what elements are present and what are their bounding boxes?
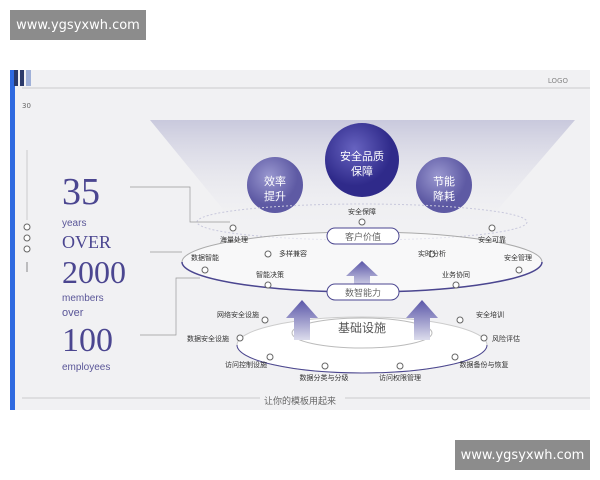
- circle-1-line1: 效率: [264, 174, 286, 188]
- infrastructure-label: 基础设施: [338, 321, 386, 335]
- node-label: 数据备份与恢复: [460, 360, 509, 369]
- logo: LOGO: [548, 77, 569, 85]
- node-label: 安全培训: [476, 310, 504, 319]
- stat-years-unit: years: [62, 218, 86, 229]
- circle-safety: [325, 123, 399, 197]
- stat-employees-unit: employees: [62, 362, 110, 373]
- stat-years-number: 35: [62, 171, 100, 213]
- stat-employees-number: 100: [62, 322, 113, 359]
- customer-value-label: 客户价值: [345, 231, 381, 243]
- node-label: 安全管理: [504, 253, 532, 262]
- node-label: 数据分类与分级: [300, 373, 349, 382]
- data-intelligence-pill: [326, 283, 400, 301]
- node-label: 访问控制设施: [225, 360, 267, 369]
- watermark-top: www.ygsyxwh.com: [10, 10, 146, 40]
- node-label: 数据智能: [191, 253, 219, 262]
- node-label: 业务协同: [442, 270, 470, 279]
- logo-block: [14, 70, 18, 86]
- circle-3-line1: 节能: [433, 174, 455, 188]
- circle-2-line1: 安全品质: [340, 149, 384, 163]
- stat-members-unit: members: [62, 293, 104, 304]
- node-label: 智能决策: [256, 270, 284, 279]
- data-intelligence-label: 数智能力: [345, 287, 381, 299]
- node-label: 数据安全设施: [187, 334, 229, 343]
- stat-members-number: 2000: [62, 254, 126, 290]
- accent-bar: [10, 70, 15, 410]
- circle-3-line2: 降耗: [433, 189, 455, 203]
- node-label: 海量处理: [220, 235, 248, 244]
- circle-efficiency: [247, 157, 303, 213]
- circle-energy: [416, 157, 472, 213]
- slide: LOGO 30 让你的模板用起来 35 years OVER 2000 memb…: [10, 70, 590, 410]
- watermark-bottom: www.ygsyxwh.com: [455, 440, 590, 470]
- stat-members-prefix: OVER: [62, 232, 111, 252]
- footer-text: 让你的模板用起来: [264, 395, 336, 407]
- customer-value-pill: [326, 227, 400, 245]
- node-label: 安全保障: [348, 207, 376, 216]
- node-label: 风险评估: [492, 334, 520, 343]
- stat-employees-prefix: over: [62, 307, 84, 319]
- node-label: 实时分析: [418, 249, 446, 258]
- node-label: 网络安全设施: [217, 310, 259, 319]
- circle-2-line2: 保障: [351, 164, 373, 178]
- node-label: 多样兼容: [279, 249, 307, 258]
- circle-1-line2: 提升: [264, 190, 286, 203]
- node-label: 安全可靠: [478, 235, 506, 244]
- node-label: 访问权限管理: [379, 373, 421, 382]
- page-number: 30: [22, 102, 31, 110]
